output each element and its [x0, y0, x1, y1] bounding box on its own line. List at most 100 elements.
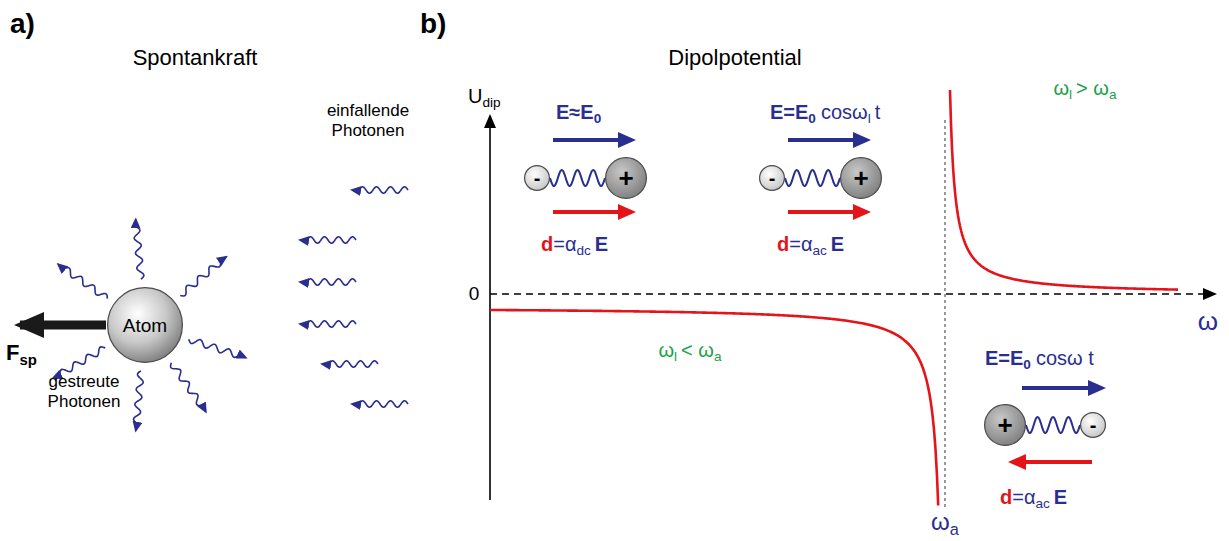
charge-sign: -: [1090, 415, 1097, 435]
regime-label: ωl < ωa: [658, 339, 721, 365]
potential-curve: [950, 90, 1178, 290]
field-arrow: [1022, 386, 1102, 390]
charge-circle: +: [984, 404, 1026, 446]
label-text: einfallende Photonen: [327, 101, 409, 140]
label-text: E: [595, 233, 608, 255]
label-text: ω: [1198, 306, 1218, 336]
panel-letter: b): [420, 8, 446, 40]
incident-photon: [300, 279, 356, 285]
label-text: F: [6, 340, 19, 365]
photon-caption: einfallende Photonen: [313, 101, 423, 140]
circle-outline: [108, 288, 183, 363]
label-text: < ω: [681, 339, 714, 361]
subscript: l: [1069, 87, 1072, 102]
scattered-photon: [189, 339, 246, 358]
label-text: E: [1054, 486, 1067, 508]
subscript: 0: [808, 111, 816, 126]
subscript: 0: [1023, 357, 1031, 372]
charge-circle: +: [840, 157, 882, 199]
subscript: ac: [1035, 496, 1049, 511]
atom-label: Atom: [123, 316, 167, 335]
label-text: b): [420, 8, 446, 39]
field-arrow: [788, 138, 867, 142]
dipole-arrow: [1012, 460, 1092, 464]
panel-letter: a): [10, 8, 35, 40]
label-text: =α: [1012, 486, 1035, 508]
dipole-arrow: [788, 210, 867, 214]
label-text: Spontankraft: [133, 45, 258, 70]
label-text: =α: [553, 233, 576, 255]
dipole-spring: [550, 170, 605, 186]
subscript: dip: [482, 95, 500, 110]
charge-sign: +: [618, 165, 633, 191]
dipole-spring: [785, 170, 840, 186]
potential-curves: [490, 90, 1178, 506]
label-text: 0: [469, 283, 480, 304]
axis-tick: 0: [469, 283, 480, 305]
x-axis: [490, 293, 1215, 294]
incident-photon: [300, 237, 356, 243]
scattered-photon: [171, 363, 206, 412]
force-arrow: [20, 321, 106, 330]
dipole-formula: d=αdc E: [541, 233, 608, 259]
circle-outline: [985, 405, 1026, 446]
scattered-photon: [134, 371, 144, 431]
dipole-arrow: [553, 210, 632, 214]
label-text: =α: [789, 233, 812, 255]
label-text: E≈E: [556, 101, 594, 123]
subscript: sp: [19, 351, 36, 368]
axis-label: ωa: [931, 508, 959, 539]
label-text: a): [10, 8, 35, 39]
charge-circle: -: [1080, 412, 1106, 438]
label-text: E=E: [985, 347, 1023, 369]
field-arrow: [553, 138, 632, 142]
label-text: d: [1000, 486, 1012, 508]
potential-curve: [490, 310, 938, 506]
y-axis: [489, 116, 491, 500]
circle-outline: [841, 158, 882, 199]
subscript: l: [674, 349, 677, 364]
incident-photon: [300, 321, 356, 327]
circle-outline: [525, 166, 550, 191]
atom-circle: Atom: [107, 287, 183, 363]
panel-title: Dipolpotential: [668, 45, 801, 70]
photon-caption: gestreute Photonen: [34, 372, 134, 411]
scattered-photon: [134, 219, 144, 279]
regime-label: ωl > ωa: [1053, 77, 1116, 103]
subscript: dc: [576, 243, 590, 258]
axis-label: ω: [1198, 307, 1218, 337]
label-text: E=E: [770, 101, 808, 123]
label-text: E: [831, 233, 844, 255]
label-text: cosω: [821, 101, 868, 123]
incident-photon: [352, 187, 408, 193]
subscript: 0: [594, 111, 602, 126]
circle-outline: [760, 166, 785, 191]
subscript: a: [1109, 87, 1117, 102]
label-text: Dipolpotential: [668, 45, 801, 70]
subscript: l: [868, 111, 871, 126]
charge-sign: +: [853, 165, 868, 191]
label-text: gestreute Photonen: [48, 372, 121, 411]
subscript: a: [950, 520, 959, 538]
circle-outline: [1081, 413, 1106, 438]
axis-label: Udip: [468, 85, 501, 111]
subscript: a: [714, 349, 722, 364]
label-text: ω: [658, 339, 674, 361]
force-label: Fsp: [6, 340, 37, 368]
charge-sign: -: [769, 168, 776, 188]
charge-circle: -: [524, 165, 550, 191]
label-text: cosω t: [1036, 347, 1094, 369]
label-text: d: [541, 233, 553, 255]
label-text: ω: [1053, 77, 1069, 99]
incident-photon: [352, 401, 408, 407]
resonance-line: [944, 120, 945, 510]
field-formula: E=E0 cosω t: [985, 347, 1094, 373]
field-formula: E=E0cosωlt: [770, 101, 880, 127]
label-text: d: [777, 233, 789, 255]
label-text: > ω: [1076, 77, 1109, 99]
incident-photon: [322, 361, 378, 367]
field-formula: E≈E0: [556, 101, 601, 127]
